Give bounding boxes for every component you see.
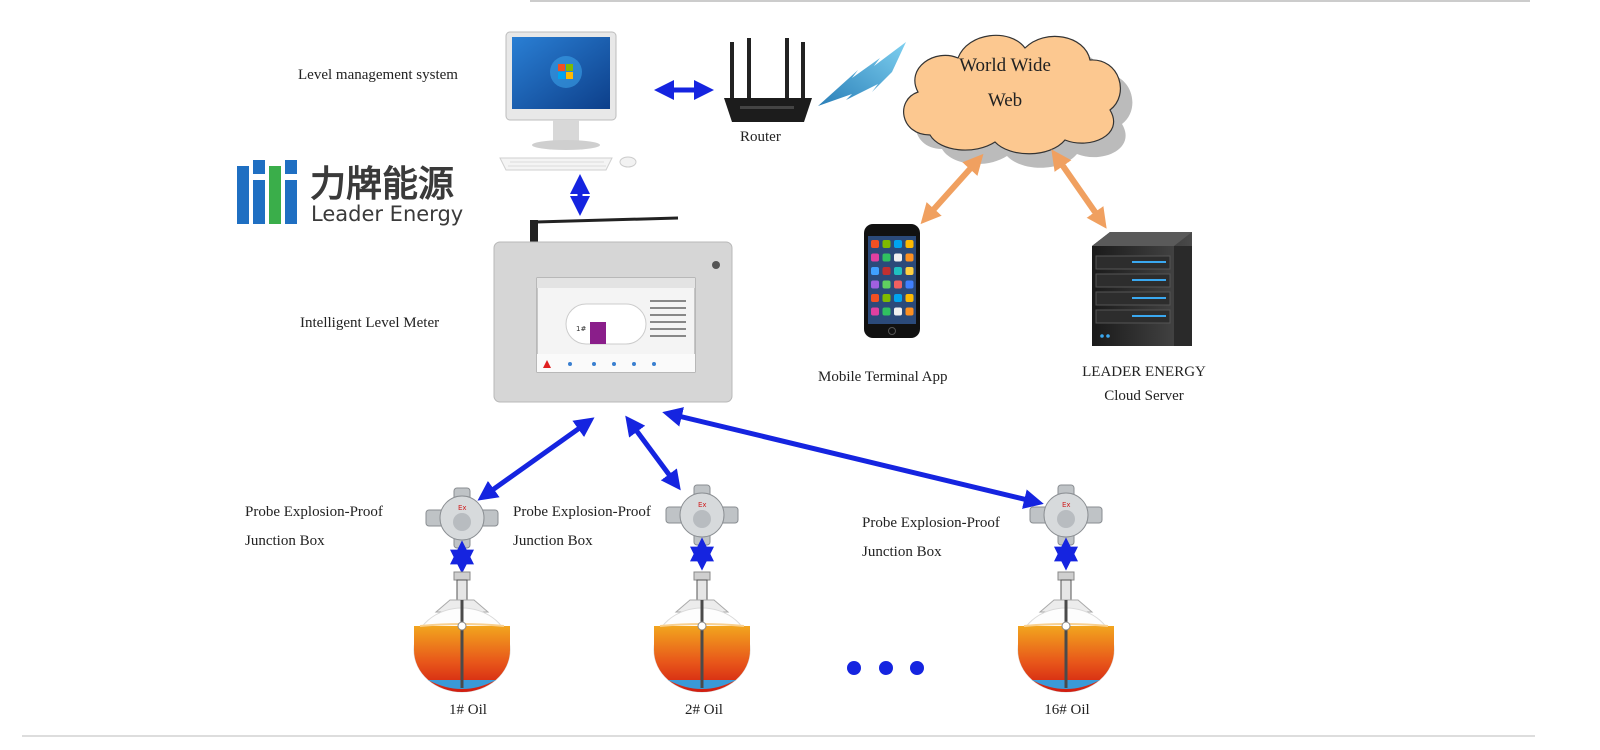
tank-label: 2# Oil xyxy=(685,702,723,718)
oil-tank-icon xyxy=(413,571,511,693)
junction-box-icon: Ex xyxy=(1029,484,1103,546)
junction-box-label-line2: Junction Box xyxy=(862,544,942,560)
oil-tank-icon xyxy=(653,571,751,693)
computer-monitor-icon xyxy=(499,31,637,171)
cloud-server-icon xyxy=(1092,232,1192,346)
world-wide-web-cloud: World Wide Web xyxy=(903,34,1133,168)
cloud-server-label-line1: LEADER ENERGY xyxy=(1082,364,1206,380)
cloud-label-line2: Web xyxy=(988,90,1022,111)
junction-box-icon: Ex xyxy=(425,487,499,549)
ex-badge: Ex xyxy=(458,504,467,512)
junction-box-label-line1: Probe Explosion-Proof xyxy=(245,504,383,520)
more-tanks-ellipsis-icon xyxy=(847,661,924,675)
ex-badge: Ex xyxy=(698,501,707,509)
junction-box-label-line1: Probe Explosion-Proof xyxy=(862,515,1000,531)
cloud-server-label-line2: Cloud Server xyxy=(1104,388,1184,404)
leader-energy-logo: 力牌能源 Leader Energy xyxy=(237,160,463,226)
cloud-label-line1: World Wide xyxy=(959,55,1051,76)
meter-junction1-link-arrow xyxy=(477,417,595,501)
web-server-link-arrow xyxy=(1051,149,1107,229)
smartphone-icon xyxy=(864,224,920,338)
level-management-system-label: Level management system xyxy=(298,67,458,83)
ex-badge: Ex xyxy=(1062,501,1071,509)
junction-box-label-line1: Probe Explosion-Proof xyxy=(513,504,651,520)
oil-tank-icon xyxy=(1017,571,1115,693)
tank-label: 1# Oil xyxy=(449,702,487,718)
logo-chinese-text: 力牌能源 xyxy=(310,164,454,205)
tank-label: 16# Oil xyxy=(1044,702,1089,718)
meter-screen-tank-label: 1# xyxy=(576,325,586,333)
junction-box-icon: Ex xyxy=(665,484,739,546)
intelligent-level-meter-label: Intelligent Level Meter xyxy=(300,315,439,331)
junction-box-label-line2: Junction Box xyxy=(245,533,325,549)
mobile-app-label: Mobile Terminal App xyxy=(818,369,948,385)
meter-junction2-link-arrow xyxy=(625,415,681,491)
router-label: Router xyxy=(740,129,781,145)
intelligent-level-meter-device: 1# xyxy=(493,216,733,403)
router-icon xyxy=(724,38,812,122)
web-mobile-link-arrow xyxy=(920,153,984,225)
logo-english-text: Leader Energy xyxy=(311,202,463,226)
wireless-signal-icon xyxy=(818,42,906,106)
meter-junction16-link-arrow xyxy=(662,407,1044,509)
junction-box-label-line2: Junction Box xyxy=(513,533,593,549)
